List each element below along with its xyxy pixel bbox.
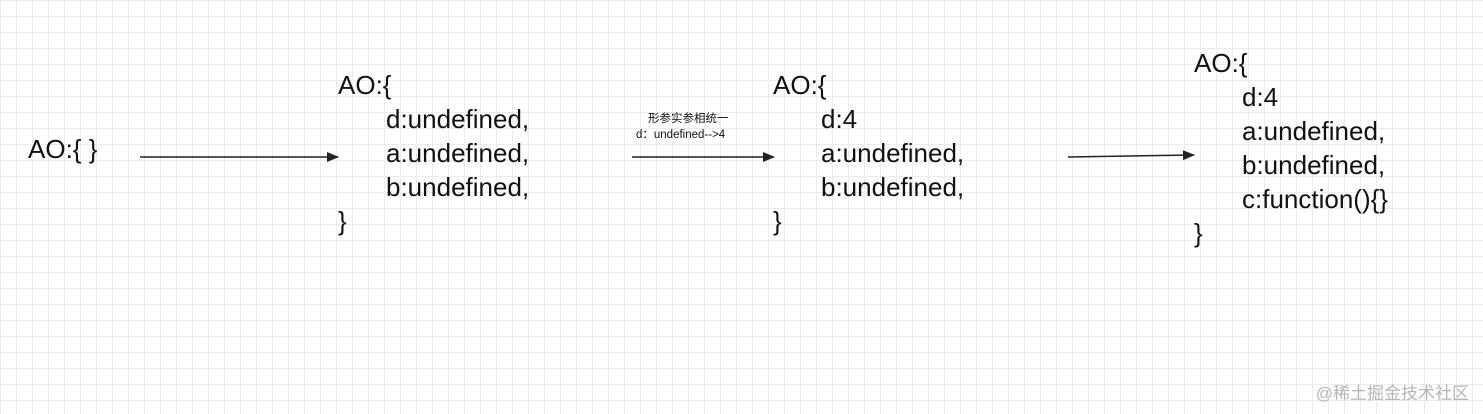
arrow-2-label-line-2: d：undefined-->4 (636, 129, 726, 141)
stage-0-text: AO:{ } (28, 134, 98, 164)
stage-3-open: AO:{ (1194, 48, 1248, 78)
stage-1-open: AO:{ (338, 70, 392, 100)
stage-2-line-d: d:4 (821, 104, 858, 134)
stage-2-line-a: a:undefined, (821, 138, 965, 168)
stage-3-close: } (1194, 218, 1203, 248)
arrow-2-label-line-1: 形参实参相统一 (648, 113, 729, 125)
stage-1-line-d: d:undefined, (386, 104, 530, 134)
stage-1-line-b: b:undefined, (386, 172, 530, 202)
watermark: @稀土掘金技术社区 (1316, 379, 1469, 404)
stage-3-line-d: d:4 (1242, 82, 1279, 112)
stage-3-line-b: b:undefined, (1242, 150, 1386, 180)
stage-3-line-c: c:function(){} (1242, 184, 1388, 214)
stage-1-ao-object: AO:{ d:undefined, a:undefined, b:undefin… (338, 68, 529, 238)
stage-3-ao-object: AO:{ d:4 a:undefined, b:undefined, c:fun… (1194, 46, 1388, 250)
stage-0-empty-ao: AO:{ } (28, 132, 97, 166)
stage-1-line-a: a:undefined, (386, 138, 530, 168)
watermark-text: @稀土掘金技术社区 (1315, 384, 1469, 403)
stage-2-ao-object: AO:{ d:4 a:undefined, b:undefined, } (773, 68, 964, 238)
stage-2-close: } (773, 206, 782, 236)
stage-2-open: AO:{ (773, 70, 827, 100)
stage-2-line-b: b:undefined, (821, 172, 965, 202)
stage-3-line-a: a:undefined, (1242, 116, 1386, 146)
stage-1-close: } (338, 206, 347, 236)
arrow-3 (1067, 150, 1195, 161)
